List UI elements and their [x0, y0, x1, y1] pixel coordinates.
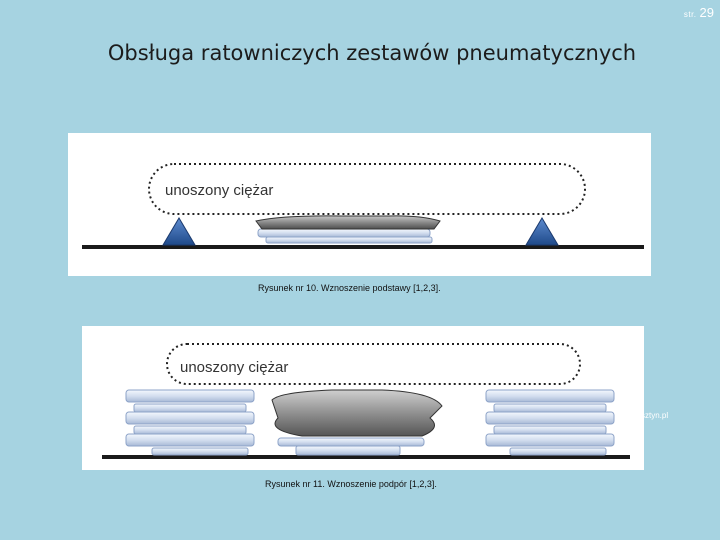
load-outline: [166, 343, 581, 385]
page-number-value: 29: [699, 5, 714, 20]
load-label: unoszony ciężar: [165, 182, 273, 199]
ground-line: [82, 245, 644, 249]
support-triangle-left: [162, 217, 196, 246]
crib-block: [265, 236, 433, 244]
footer-url-fragment: sztyn.pl: [641, 411, 669, 420]
support-triangle-right: [525, 217, 559, 246]
crib-stack-right: [485, 389, 615, 456]
figure-caption: Rysunek nr 10. Wznoszenie podstawy [1,2,…: [258, 283, 441, 293]
page-number: str.29: [684, 4, 714, 22]
crib-block: [257, 228, 431, 238]
crib-block: [295, 445, 401, 456]
load-label: unoszony ciężar: [180, 359, 288, 376]
page-title: Obsługa ratowniczych zestawów pneumatycz…: [107, 41, 637, 65]
air-cushion: [271, 389, 443, 437]
figure-caption: Rysunek nr 11. Wznoszenie podpór [1,2,3]…: [265, 479, 437, 489]
center-stack: [271, 389, 443, 456]
figure-base-lifting: unoszony ciężar: [68, 133, 651, 276]
crib-stack-left: [125, 389, 255, 456]
figure-support-lifting: unoszony ciężar: [82, 326, 644, 470]
ground-line: [102, 455, 630, 459]
page-number-prefix: str.: [683, 10, 697, 19]
load-outline: [148, 163, 586, 215]
air-cushion: [255, 215, 441, 230]
